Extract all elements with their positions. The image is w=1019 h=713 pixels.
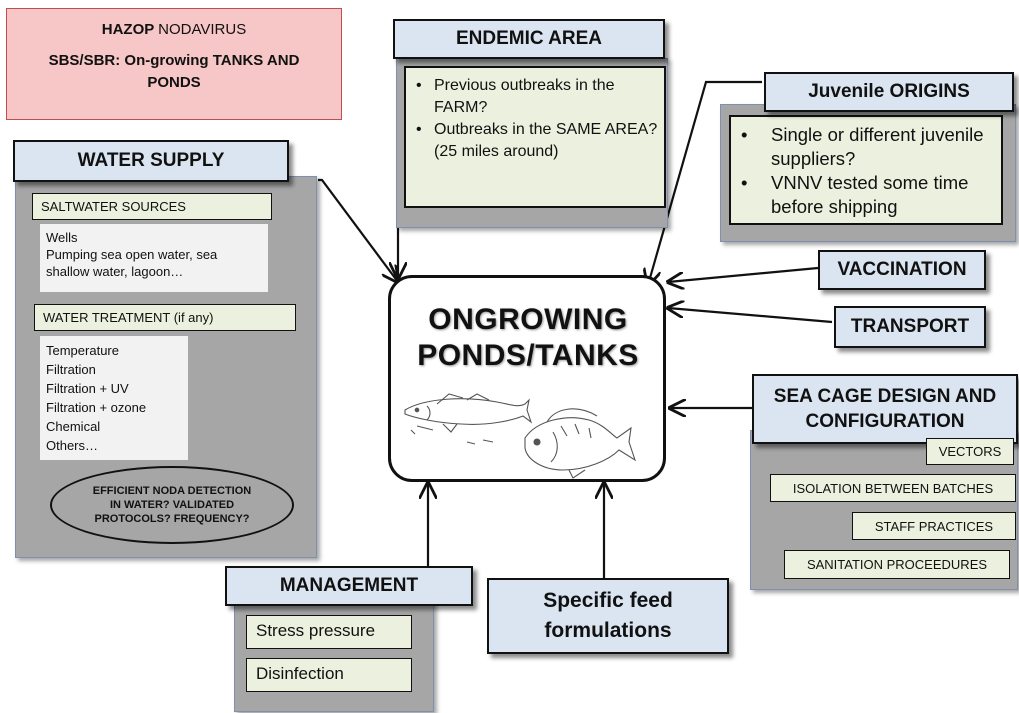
noda-detection-ellipse: EFFICIENT NODA DETECTION IN WATER? VALID… (50, 466, 294, 544)
management-title: MANAGEMENT (225, 566, 473, 606)
saltwater-sources-list: Wells Pumping sea open water, sea shallo… (40, 224, 268, 292)
management-item-stress: Stress pressure (246, 615, 412, 649)
saltwater-sources-label: SALTWATER SOURCES (32, 193, 272, 220)
noda-detection-text: EFFICIENT NODA DETECTION IN WATER? VALID… (92, 485, 252, 525)
feed-formulations-box: Specific feed formulations (487, 578, 729, 654)
endemic-area-content: Previous outbreaks in the FARM? Outbreak… (404, 66, 666, 208)
water-supply-title: WATER SUPPLY (13, 140, 289, 182)
vaccination-box: VACCINATION (818, 250, 986, 290)
treatment-item: Chemical (46, 419, 101, 434)
juvenile-origins-title: Juvenile ORIGINS (764, 72, 1014, 112)
juvenile-item: Single or different juvenile suppliers? (737, 123, 995, 171)
sea-cage-title: SEA CAGE DESIGN AND CONFIGURATION (752, 374, 1018, 444)
treatment-item: Filtration + ozone (46, 400, 147, 415)
ongrowing-title: ONGROWING PONDS/TANKS (417, 303, 639, 372)
water-treatment-label: WATER TREATMENT (if any) (34, 304, 296, 331)
sea-cage-item-staff: STAFF PRACTICES (852, 512, 1016, 540)
hazop-title: HAZOP NODAVIRUS (7, 19, 341, 41)
arrow-vaccination (668, 266, 819, 282)
endemic-item: Outbreaks in the SAME AREA? (25 miles ar… (412, 119, 658, 163)
treatment-item: Filtration + UV (46, 381, 129, 396)
water-treatment-list: Temperature Filtration Filtration + UV F… (40, 336, 188, 460)
sea-cage-item-vectors: VECTORS (926, 438, 1014, 465)
arrow-water-supply (318, 178, 398, 282)
management-panel (234, 596, 434, 712)
hazop-title-box: HAZOP NODAVIRUS SBS/SBR: On-growing TANK… (6, 8, 342, 120)
sea-cage-item-isolation: ISOLATION BETWEEN BATCHES (770, 474, 1016, 502)
transport-box: TRANSPORT (834, 306, 986, 348)
juvenile-origins-content: Single or different juvenile suppliers? … (729, 115, 1003, 225)
arrow-transport (668, 308, 833, 324)
ongrowing-center-box: ONGROWING PONDS/TANKS (388, 275, 666, 482)
endemic-area-title: ENDEMIC AREA (393, 19, 665, 59)
juvenile-item: VNNV tested some time before shipping (737, 171, 995, 219)
management-item-disinfection: Disinfection (246, 658, 412, 692)
fish-illustration (404, 393, 637, 479)
sea-cage-item-sanitation: SANITATION PROCEEDURES (784, 550, 1010, 579)
treatment-item: Others… (46, 438, 99, 453)
hazop-title-suffix: NODAVIRUS (158, 21, 247, 38)
treatment-item: Temperature (46, 343, 119, 358)
endemic-item: Previous outbreaks in the FARM? (412, 75, 658, 119)
hazop-subtitle: SBS/SBR: On-growing TANKS AND PONDS (48, 52, 300, 91)
hazop-title-prefix: HAZOP (101, 21, 154, 38)
treatment-item: Filtration (46, 362, 96, 377)
